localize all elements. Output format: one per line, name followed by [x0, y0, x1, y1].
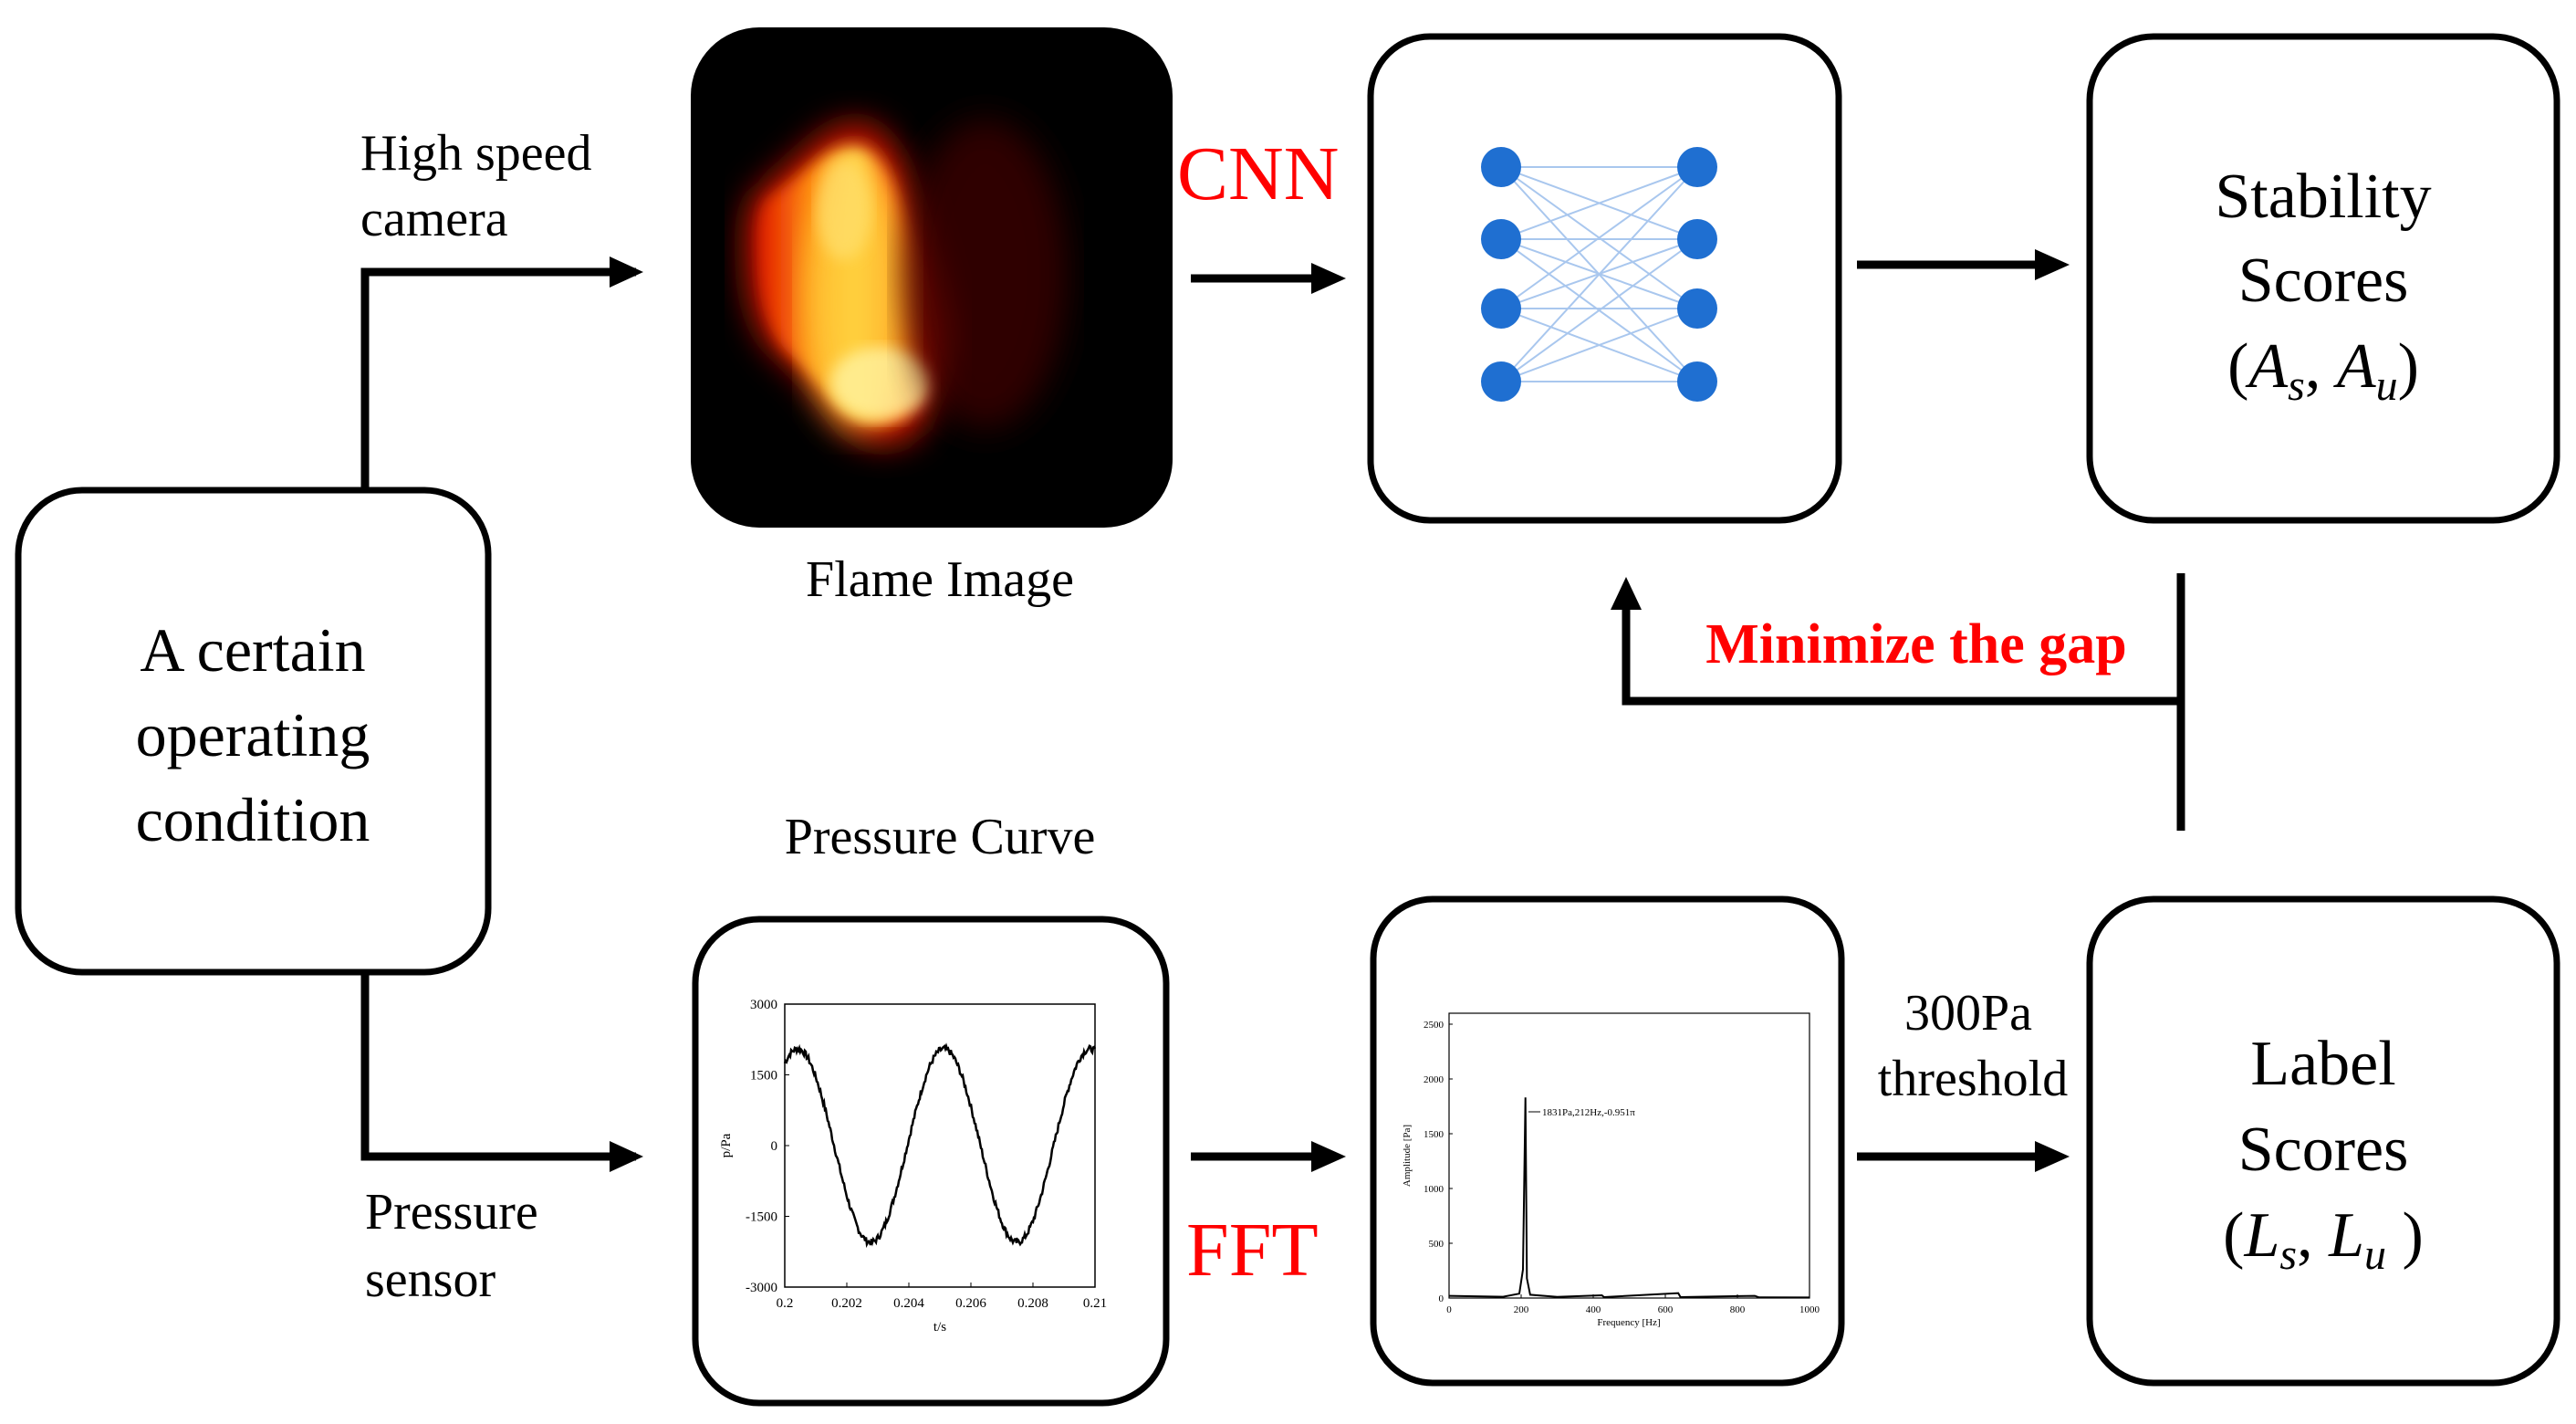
operating-condition-box: A certain operating condition [15, 487, 492, 976]
label-formula: (Ls, Lu ) [2223, 1200, 2424, 1279]
nn-edge [1500, 166, 1698, 309]
pressure-plot: 3000 1500 0 -1500 -3000 0.2 0.202 0.204 0.206 0.… [719, 998, 1107, 1335]
nn-output-node [1677, 288, 1717, 329]
fft-box: 2500 2000 1500 1000 500 0 0 200 400 600 800 1000 A… [1370, 895, 1845, 1387]
neural-network-box [1367, 33, 1842, 524]
nn-output-node [1677, 361, 1717, 402]
fft-label: FFT [1186, 1208, 1319, 1293]
pressure-ytick: 0 [771, 1139, 778, 1154]
minimize-gap-label: Minimize the gap [1705, 613, 2127, 675]
sensor-label-line1: Pressure [365, 1184, 538, 1241]
pressure-xtick: 0.2 [777, 1296, 794, 1311]
sensor-connector [360, 972, 643, 1172]
pressure-ylabel: p/Pa [719, 1133, 734, 1157]
nn-edge [1500, 308, 1698, 382]
fft-plot: 2500 2000 1500 1000 500 0 0 200 400 600 800 1000 A… [1402, 1012, 1820, 1328]
nn-edges [1500, 166, 1698, 382]
pressure-ytick: 3000 [750, 998, 777, 1012]
fft-ytick: 0 [1439, 1293, 1444, 1304]
nn-nodes [1481, 147, 1717, 402]
camera-label-line1: High speed [360, 125, 592, 182]
threshold-arrow [1857, 1141, 2070, 1172]
nn-input-node [1481, 361, 1521, 402]
pressure-xtick: 0.208 [1017, 1296, 1048, 1311]
label-scores-box: Label Scores (Ls, Lu ) [2086, 895, 2560, 1387]
threshold-line2: threshold [1878, 1051, 2068, 1107]
camera-connector [360, 257, 643, 490]
pressure-curve-box: 3000 1500 0 -1500 -3000 0.2 0.202 0.204 0.206 0.… [692, 916, 1170, 1407]
gap-feedback [1611, 573, 2185, 831]
nn-output-node [1677, 219, 1717, 259]
nn-edge [1500, 166, 1698, 240]
fft-peak-annotation: 1831Pa,212Hz,-0.951π [1542, 1107, 1635, 1118]
fft-xlabel: Frequency [Hz] [1597, 1317, 1660, 1328]
pressure-ytick: -1500 [746, 1210, 777, 1225]
stability-line1: Stability [2215, 162, 2431, 232]
stability-arrow [1857, 249, 2070, 280]
pressure-ytick: 1500 [750, 1069, 777, 1084]
fft-arrow [1191, 1141, 1346, 1172]
nn-output-node [1677, 147, 1717, 187]
label-line2: Scores [2238, 1115, 2409, 1185]
pressure-xtick: 0.21 [1083, 1296, 1107, 1311]
nn-edge [1500, 238, 1698, 382]
nn-input-node [1481, 147, 1521, 187]
pressure-xlabel: t/s [933, 1320, 946, 1335]
sensor-label-line2: sensor [365, 1251, 495, 1308]
stability-scores-box: Stability Scores (As, Au) [2086, 33, 2560, 524]
fft-ytick: 2500 [1424, 1020, 1444, 1031]
flame-image-caption: Flame Image [806, 551, 1074, 608]
cnn-arrow [1191, 263, 1346, 294]
pressure-ytick: -3000 [746, 1281, 777, 1295]
operating-condition-line1: A certain [140, 615, 365, 685]
camera-label-line2: camera [360, 191, 508, 247]
stability-line2: Scores [2238, 246, 2409, 316]
pressure-curve-title: Pressure Curve [785, 809, 1096, 865]
fft-ylabel: Amplitude [Pa] [1402, 1125, 1413, 1187]
fft-xtick: 0 [1446, 1304, 1452, 1315]
nn-input-node [1481, 219, 1521, 259]
fft-ytick: 1500 [1424, 1129, 1444, 1140]
nn-input-node [1481, 288, 1521, 329]
threshold-line1: 300Pa [1904, 985, 2032, 1042]
label-line1: Label [2250, 1029, 2395, 1099]
fft-xtick: 400 [1586, 1304, 1601, 1315]
nn-edge [1500, 166, 1698, 382]
pressure-xtick: 0.206 [955, 1296, 986, 1311]
flame-image [691, 27, 1173, 528]
pressure-xtick: 0.202 [831, 1296, 862, 1311]
fft-xtick: 1000 [1799, 1304, 1820, 1315]
operating-condition-line3: condition [136, 785, 370, 854]
fft-ytick: 2000 [1424, 1074, 1444, 1085]
stability-formula: (As, Au) [2227, 331, 2419, 410]
fft-ytick: 1000 [1424, 1184, 1444, 1195]
fft-xtick: 800 [1730, 1304, 1746, 1315]
pressure-xtick: 0.204 [893, 1296, 924, 1311]
operating-condition-line2: operating [136, 700, 370, 770]
fft-ytick: 500 [1429, 1239, 1444, 1250]
fft-xtick: 200 [1514, 1304, 1529, 1315]
fft-xtick: 600 [1658, 1304, 1674, 1315]
cnn-label: CNN [1177, 131, 1339, 216]
